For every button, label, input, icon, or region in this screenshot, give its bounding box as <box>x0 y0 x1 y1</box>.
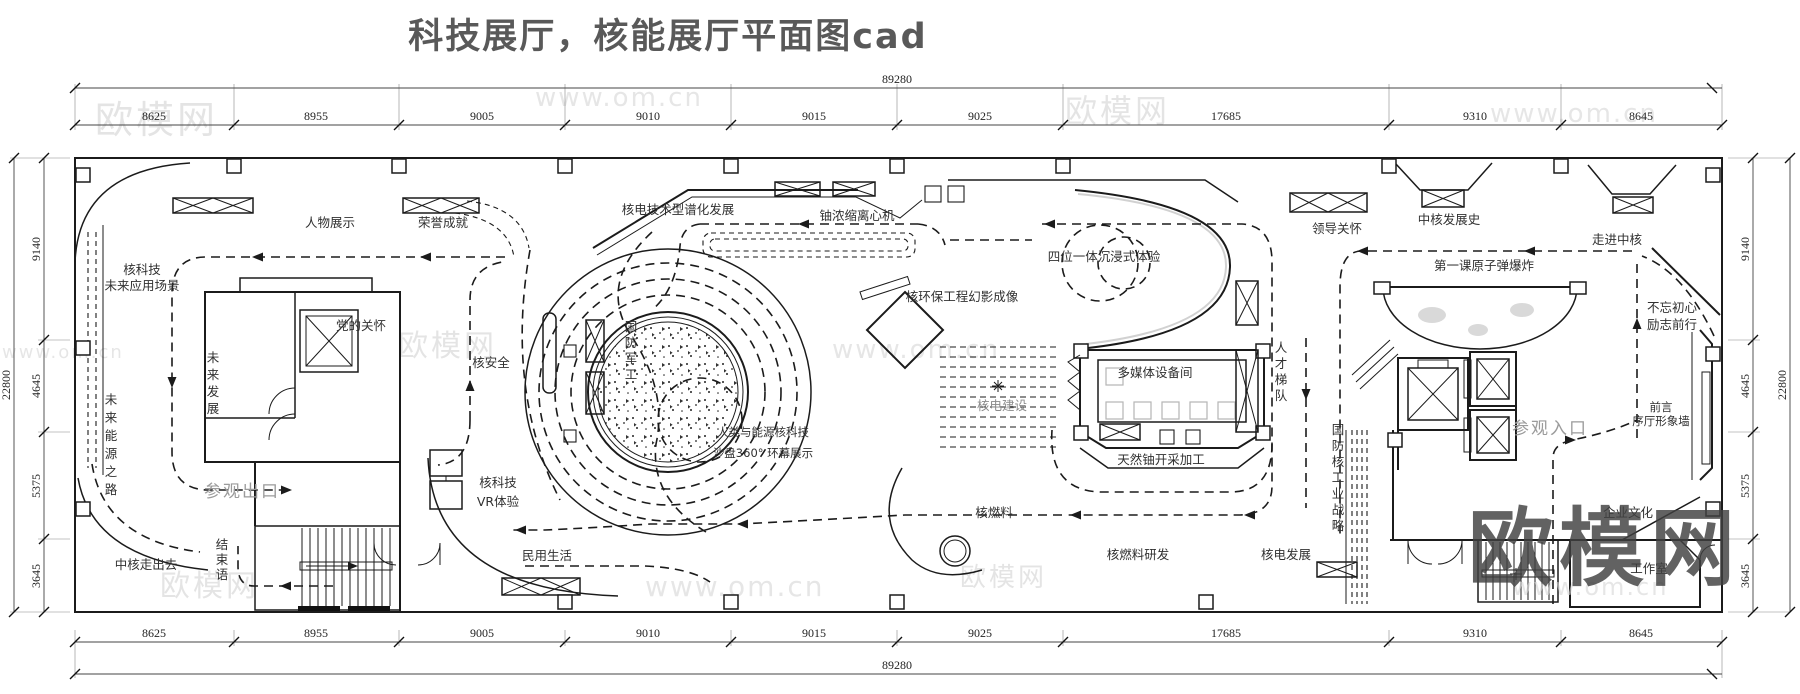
dim-total-width-top: 89280 <box>882 72 912 86</box>
dim-top-1: 8625 <box>142 109 166 123</box>
walls-layer <box>74 157 1723 613</box>
dim-top-5: 9015 <box>802 109 826 123</box>
dim-left-4: 3645 <box>29 564 43 588</box>
label-buwang-1: 不忘初心 <box>1647 300 1698 315</box>
watermark-url: www.om.cn <box>832 335 1000 365</box>
dim-bottom-2: 8955 <box>304 626 328 640</box>
dim-top-7: 17685 <box>1211 109 1241 123</box>
dim-left-1: 9140 <box>29 237 43 261</box>
label-he-keji-1: 核科技 <box>123 262 161 277</box>
label-he-keji-2: 未来应用场景 <box>104 278 179 293</box>
label-weilai-nengyuan: 未来能源之路 <box>105 392 118 497</box>
dim-top-3: 9005 <box>470 109 494 123</box>
label-tianran-you: 天然铀开采加工 <box>1117 452 1205 467</box>
room-labels: 科技展厅，核能展厅平面图cad 人物展示 荣誉成就 核科技 未来应用场景 党的关… <box>104 17 1697 582</box>
label-he-huanbao: 核环保工程幻影成像 <box>906 289 1019 304</box>
watermark-site: 欧模网 <box>960 563 1047 593</box>
label-weilai-fazhan: 未来发展 <box>207 350 220 416</box>
dim-bottom-1: 8625 <box>142 626 166 640</box>
label-he-anquan: 核安全 <box>472 355 510 370</box>
watermark-site: 欧模网 <box>398 329 497 364</box>
dim-right-4: 3645 <box>1738 564 1752 588</box>
label-qianyan: 前言 <box>1650 400 1673 414</box>
watermark-url: www.om.cn <box>1490 99 1658 129</box>
dim-bottom-8: 9310 <box>1463 626 1487 640</box>
dim-total-width-bottom: 89280 <box>882 658 912 672</box>
immersive-circle-inner <box>1097 236 1151 290</box>
label-he-ranliao: 核燃料 <box>975 505 1013 520</box>
dim-total-height-left: 22800 <box>0 370 13 400</box>
label-fazhanshi: 中核发展史 <box>1418 212 1481 227</box>
label-exit: 参观出口 <box>204 482 280 502</box>
label-rongyu-chengjiu: 荣誉成就 <box>418 215 469 230</box>
watermark-url: www.om.cn <box>2 342 124 363</box>
dimension-lines: 89280 8625 8955 9005 9010 9015 9025 1768… <box>0 72 1796 680</box>
dim-total-height-right: 22800 <box>1775 370 1789 400</box>
watermark-site: 欧模网 <box>1065 92 1170 130</box>
watermarks-light: 欧模网 www.om.cn 欧模网 www.om.cn 欧模网 www.om.c… <box>2 83 1658 604</box>
display-cabinets <box>172 181 1654 596</box>
dim-bottom-3: 9005 <box>470 626 494 640</box>
label-guofang-he: 国防核工业战略 <box>1332 422 1345 533</box>
label-dangde-guanhuai: 党的关怀 <box>336 318 386 333</box>
dim-bottom-4: 9010 <box>636 626 660 640</box>
dim-bottom-5: 9015 <box>802 626 826 640</box>
central-sandbox <box>524 224 1151 536</box>
centrifuge-display <box>702 232 916 258</box>
label-qiye: 企业文化 <box>1603 505 1654 520</box>
label-shapan-1: 人类与能源核科技 <box>717 425 809 439</box>
label-siwei-yiti: 四位一体沉浸式体验 <box>1048 249 1161 264</box>
label-jungong: 国防军工 <box>625 319 638 382</box>
label-diyike: 第一课原子弹爆炸 <box>1434 258 1535 273</box>
dim-bottom-6: 9025 <box>968 626 992 640</box>
label-lingdao: 领导关怀 <box>1312 221 1362 236</box>
dim-left-2: 4645 <box>29 374 43 398</box>
label-gongzuoshi: 工作室 <box>1630 561 1668 576</box>
label-buwang-2: 励志前行 <box>1647 317 1697 332</box>
watermark-url: www.om.cn <box>1512 573 1668 601</box>
dim-right-2: 4645 <box>1738 374 1752 398</box>
label-hedian-fazhan: 核电发展 <box>1261 547 1311 562</box>
watermark-site: 欧模网 <box>95 98 218 142</box>
label-you-nongsuo: 铀浓缩离心机 <box>819 208 895 223</box>
label-he-keji-vr-1: 核科技 <box>479 475 517 490</box>
label-renwu-zhanshi: 人物展示 <box>305 215 355 230</box>
dim-left-3: 5375 <box>29 474 43 498</box>
watermark-site-large: 欧模网 <box>1468 500 1741 599</box>
label-hedian-jishu: 核电技术型谱化发展 <box>622 202 735 217</box>
label-entry: 参观入口 <box>1512 419 1588 439</box>
columns <box>75 158 1721 610</box>
dim-right-3: 5375 <box>1738 474 1752 498</box>
dim-top-2: 8955 <box>304 109 328 123</box>
label-zoujin: 走进中核 <box>1592 232 1643 247</box>
page-title: 科技展厅，核能展厅平面图cad <box>408 17 927 57</box>
label-rencai: 人才梯队 <box>1275 340 1288 403</box>
visitor-routes <box>167 200 1715 604</box>
label-duomeiti: 多媒体设备间 <box>1117 365 1192 380</box>
immersive-circle <box>1061 224 1139 302</box>
watermark-site: 欧模网 <box>160 569 259 604</box>
label-zouchuqu: 中核走出去 <box>115 557 178 572</box>
dim-right-1: 9140 <box>1738 237 1752 261</box>
label-jieshuyu: 结束语 <box>216 537 229 582</box>
dim-top-4: 9010 <box>636 109 660 123</box>
label-xuting: 序厅形象墙 <box>1632 414 1690 428</box>
watermark-url: www.om.cn <box>535 83 703 113</box>
dim-bottom-9: 8645 <box>1629 626 1653 640</box>
dim-top-9: 8645 <box>1629 109 1653 123</box>
dim-top-6: 9025 <box>968 109 992 123</box>
dim-bottom-7: 17685 <box>1211 626 1241 640</box>
dim-top-8: 9310 <box>1463 109 1487 123</box>
watermark-big: www.om.cn 欧模网 <box>1468 500 1741 601</box>
label-hedian-jianshe: 核电建设 <box>977 398 1028 413</box>
label-minyong: 民用生活 <box>522 548 572 563</box>
label-he-keji-vr-2: VR体验 <box>477 494 520 509</box>
label-shapan-2: 沙盘360° 环幕展示 <box>713 446 813 460</box>
label-yanfa: 核燃料研发 <box>1107 547 1170 562</box>
